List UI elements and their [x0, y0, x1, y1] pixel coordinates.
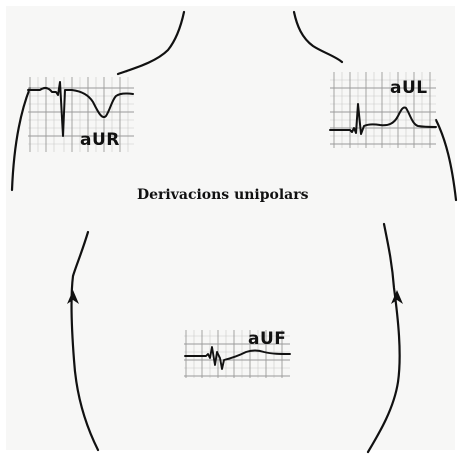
left-shoulder-line: [10, 86, 32, 192]
avf-ecg-grid: [184, 330, 290, 378]
avr-ecg-trace: [27, 81, 134, 137]
right-side-line: [366, 222, 401, 454]
avl-label: aUL: [390, 78, 428, 98]
avr-label: aUR: [80, 130, 120, 150]
left-side-line: [70, 230, 100, 452]
neck-left-line: [116, 10, 186, 76]
left-side-arrow: [67, 290, 79, 304]
avl-ecg-grid: [330, 72, 436, 148]
right-shoulder-line: [434, 118, 458, 202]
right-side-arrow: [391, 290, 403, 304]
figure-caption: Derivacions unipolars: [137, 187, 309, 203]
body-outline: [10, 10, 458, 454]
avf-label: aUF: [248, 329, 287, 349]
avf-ecg-trace: [184, 346, 291, 370]
avr-ecg-grid: [28, 77, 134, 152]
neck-right-line: [292, 10, 344, 64]
body-outline-arrows: [67, 290, 403, 304]
avl-ecg-trace: [329, 103, 437, 135]
